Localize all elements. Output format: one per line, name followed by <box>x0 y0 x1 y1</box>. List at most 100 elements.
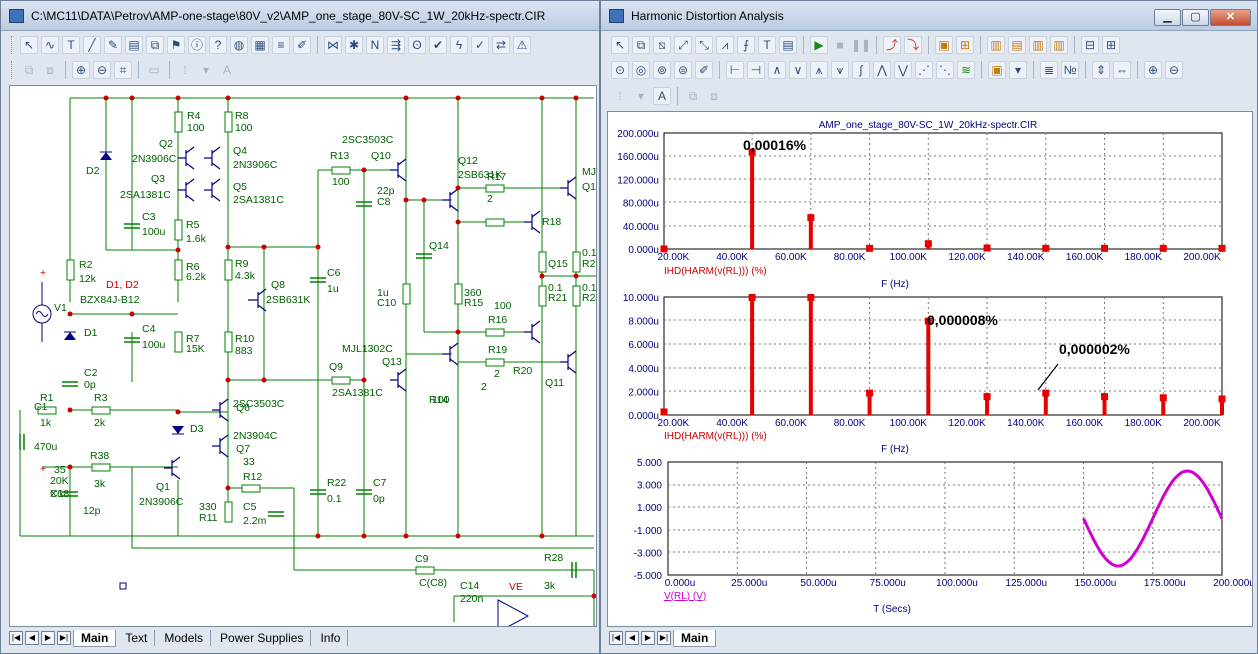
bottom-icon[interactable]: ⋱ <box>936 61 954 79</box>
stop-icon[interactable]: ■ <box>836 38 844 52</box>
peak-icon[interactable]: ⤴ <box>883 36 901 54</box>
page-icon[interactable]: ▭ <box>148 63 160 77</box>
flag-icon[interactable]: ⚑ <box>167 36 185 54</box>
global-low-icon[interactable]: ⋁ <box>894 61 912 79</box>
select-arrow-icon[interactable]: ↖ <box>20 36 38 54</box>
component-icon[interactable]: ⧉ <box>632 36 650 54</box>
font-icon[interactable]: A <box>222 63 231 77</box>
select-arrow-icon[interactable]: ↖ <box>611 36 629 54</box>
autoscale-icon[interactable]: ⤢ <box>674 36 692 54</box>
plot-canvas[interactable]: AMP_one_stage_80V-SC_1W_20kHz-spectr.CIR… <box>607 111 1255 627</box>
minimize-button[interactable]: ▁ <box>1154 9 1181 26</box>
prev-tab-button[interactable]: ◀ <box>25 631 39 645</box>
cursor-mode-3-icon[interactable]: ⊚ <box>653 61 671 79</box>
bus-icon[interactable]: ▤ <box>125 36 143 54</box>
tab-main[interactable]: Main <box>73 629 117 647</box>
performance-icon[interactable]: ✐ <box>695 61 713 79</box>
numeric-output-icon[interactable]: ≣ <box>1040 61 1058 79</box>
schematic-titlebar[interactable]: C:\MC11\DATA\Petrov\AMP-one-stage\80V_v2… <box>1 1 599 31</box>
toolbar-grip[interactable] <box>11 36 14 54</box>
power-icon[interactable]: ʘ <box>408 36 426 54</box>
next-tab-button[interactable]: ▶ <box>41 631 55 645</box>
paste-icon[interactable]: ⧈ <box>46 63 54 77</box>
first-tab-button[interactable]: |◀ <box>9 631 23 645</box>
node-numbers-icon[interactable]: ⋈ <box>324 36 342 54</box>
paste-icon[interactable]: ⧈ <box>710 89 718 103</box>
swap-icon[interactable]: ⇄ <box>492 36 510 54</box>
dropdown-icon[interactable]: ▾ <box>1009 61 1027 79</box>
first-tab-button[interactable]: |◀ <box>609 631 623 645</box>
fit-vertical-icon[interactable]: ⇕ <box>1092 61 1110 79</box>
grid-dots-icon[interactable]: ⁞ <box>183 63 187 77</box>
stepping-icon[interactable]: ▣ <box>935 36 953 54</box>
scale-icon[interactable]: ⧅ <box>653 36 671 54</box>
cursor-mode-2-icon[interactable]: ◎ <box>632 61 650 79</box>
help-icon[interactable]: ? <box>209 36 227 54</box>
last-tab-button[interactable]: ▶| <box>657 631 671 645</box>
zoom-out-icon[interactable]: ⊖ <box>93 61 111 79</box>
cross-split-icon[interactable]: ⊞ <box>1102 36 1120 54</box>
node-voltage-icon[interactable]: N <box>366 36 384 54</box>
zoom-fit-icon[interactable]: ⌗ <box>114 61 132 79</box>
zoom-out-icon[interactable]: ⊖ <box>1165 61 1183 79</box>
font-icon[interactable]: A <box>653 87 671 105</box>
tab-power-supplies[interactable]: Power Supplies <box>213 630 312 646</box>
grid-dots-icon[interactable]: ⁞ <box>618 89 622 103</box>
zoom-in-icon[interactable]: ⊕ <box>72 61 90 79</box>
dropdown-icon[interactable]: ▾ <box>637 89 645 103</box>
layout-4-icon[interactable]: ▥ <box>1050 36 1068 54</box>
global-high-icon[interactable]: ⋀ <box>873 61 891 79</box>
wire-icon[interactable]: ∿ <box>41 36 59 54</box>
prev-tab-button[interactable]: ◀ <box>625 631 639 645</box>
cursor-mode-icon[interactable]: ⊙ <box>611 61 629 79</box>
high-icon[interactable]: ⩚ <box>810 61 828 79</box>
tokens-icon[interactable]: ⨍ <box>737 36 755 54</box>
zoom-in-icon[interactable]: ⊕ <box>1144 61 1162 79</box>
tab-models[interactable]: Models <box>157 630 212 646</box>
next-interpolated-icon[interactable]: ⊣ <box>747 61 765 79</box>
layout-2-icon[interactable]: ▤ <box>1008 36 1026 54</box>
peak-icon-2[interactable]: ∧ <box>768 61 786 79</box>
text-icon[interactable]: T <box>758 36 776 54</box>
current-icon[interactable]: ⇶ <box>387 36 405 54</box>
layout-1-icon[interactable]: ▥ <box>987 36 1005 54</box>
fit-horizontal-icon[interactable]: ⇔ <box>1113 61 1131 79</box>
probe-icon[interactable]: ✓ <box>471 36 489 54</box>
valley-icon[interactable]: ⤵ <box>904 36 922 54</box>
valley-icon-2[interactable]: ∨ <box>789 61 807 79</box>
tab-info[interactable]: Info <box>313 630 349 646</box>
toolbar-grip[interactable] <box>11 61 14 79</box>
check-icon[interactable]: ✔ <box>429 36 447 54</box>
low-icon[interactable]: ⩛ <box>831 61 849 79</box>
restore-scale-icon[interactable]: ⤡ <box>695 36 713 54</box>
copy-icon[interactable]: ⧉ <box>24 63 34 77</box>
clipboard-icon[interactable]: ▣ <box>988 61 1006 79</box>
tab-text[interactable]: Text <box>118 630 156 646</box>
label-icon[interactable]: № <box>1061 61 1079 79</box>
next-simple-icon[interactable]: ⊢ <box>726 61 744 79</box>
info-icon[interactable]: ⓘ <box>188 36 206 54</box>
lightning-icon[interactable]: ϟ <box>450 36 468 54</box>
globe-icon[interactable]: ◍ <box>230 36 248 54</box>
analysis-titlebar[interactable]: Harmonic Distortion Analysis ▁ ▢ ✕ <box>601 1 1257 31</box>
pause-icon[interactable]: ❚❚ <box>850 38 872 52</box>
text-icon[interactable]: T <box>62 36 80 54</box>
close-button[interactable]: ✕ <box>1210 9 1251 26</box>
waveform-icon[interactable]: ≋ <box>957 61 975 79</box>
line-icon[interactable]: ╱ <box>83 36 101 54</box>
layout-3-icon[interactable]: ▥ <box>1029 36 1047 54</box>
dropdown-icon[interactable]: ▾ <box>202 63 210 77</box>
warning-icon[interactable]: ⚠ <box>513 36 531 54</box>
selection-handle[interactable] <box>119 582 127 590</box>
properties-icon[interactable]: ▤ <box>779 36 797 54</box>
top-icon[interactable]: ⋰ <box>915 61 933 79</box>
list-icon[interactable]: ≡ <box>272 36 290 54</box>
cursor-mode-4-icon[interactable]: ⊜ <box>674 61 692 79</box>
last-tab-button[interactable]: ▶| <box>57 631 71 645</box>
inflection-icon[interactable]: ∫ <box>852 61 870 79</box>
run-icon[interactable]: ▶ <box>810 36 828 54</box>
grid-icon[interactable]: ⊞ <box>956 36 974 54</box>
grid-icon[interactable]: ▦ <box>251 36 269 54</box>
edit-icon[interactable]: ✐ <box>293 36 311 54</box>
